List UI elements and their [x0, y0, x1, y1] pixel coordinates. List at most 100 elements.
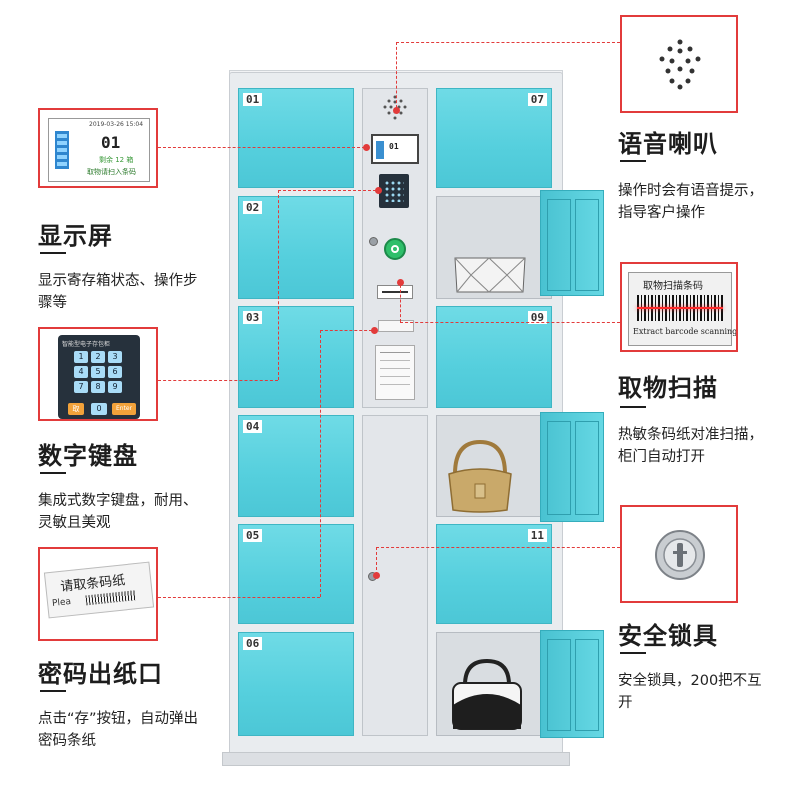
door-panel	[575, 199, 599, 291]
leader-line	[400, 322, 620, 323]
door-panel	[547, 199, 571, 291]
display-prompt: 取物请扫入条码	[87, 168, 136, 176]
keypad-keys	[384, 180, 404, 202]
display-datetime: 2019-03-26 15:04	[89, 121, 144, 128]
title-underline	[620, 160, 646, 162]
key-enter[interactable]: Enter	[112, 403, 136, 415]
locker-number: 09	[527, 311, 547, 324]
leader-line	[158, 597, 320, 598]
locker-status-grid	[376, 141, 384, 159]
display-locker-number: 01	[101, 133, 121, 152]
locker-number: 02	[243, 201, 263, 214]
text-line	[380, 376, 410, 377]
locker-door-11[interactable]: 11	[436, 524, 552, 624]
text-line	[380, 360, 410, 361]
barcode-sign: 取物扫描条码 Extract barcode scanning	[628, 272, 736, 346]
key-left[interactable]: 取	[68, 403, 84, 415]
speaker-callout	[620, 15, 738, 113]
printer-callout: 请取条码纸 Plea	[38, 547, 158, 641]
locker-number: 05	[243, 529, 263, 542]
leader-line	[396, 42, 397, 108]
feature-title-scan: 取物扫描	[618, 374, 718, 402]
locker-door-09[interactable]: 09	[436, 306, 552, 408]
open-door[interactable]	[540, 190, 604, 296]
locker-door-03[interactable]: 03	[238, 306, 354, 408]
leader-line	[400, 280, 401, 322]
door-panel	[575, 639, 599, 731]
leader-dot	[370, 326, 378, 334]
locker-door-04[interactable]: 04	[238, 415, 354, 517]
cabinet-base	[222, 752, 570, 766]
feature-desc-scan: 热敏条码纸对准扫描，柜门自动打开	[618, 427, 763, 465]
key-3[interactable]: 3	[108, 351, 122, 363]
open-door[interactable]	[540, 412, 604, 522]
locker-grid-icon	[55, 131, 69, 169]
receipt-paper: 请取条码纸 Plea	[43, 561, 155, 619]
feature-title-printer: 密码出纸口	[38, 660, 163, 688]
display-screen-callout: 2019-03-26 15:04 01 剩余 12 箱 取物请扫入条码	[38, 108, 158, 188]
handbag-icon	[448, 439, 512, 513]
keypad-grid: 1 2 3 4 5 6 7 8 9	[74, 351, 126, 393]
locker-door-05[interactable]: 05	[238, 524, 354, 624]
key-9[interactable]: 9	[108, 381, 122, 393]
cabinet-keypad[interactable]	[379, 174, 409, 208]
speaker-grille-icon	[659, 39, 701, 90]
barcode-sign-top: 取物扫描条码	[643, 281, 703, 292]
locker-number: 03	[243, 311, 263, 324]
leader-line	[320, 330, 321, 597]
keypad-callout: 智能型电子存包柜 1 2 3 4 5 6 7 8 9 取 0 Enter	[38, 327, 158, 421]
text-line	[380, 368, 410, 369]
feature-title-lock: 安全锁具	[618, 622, 718, 650]
key-0[interactable]: 0	[91, 403, 107, 415]
feature-desc-printer: 点击“存”按钮，自动弹出密码条纸	[38, 711, 199, 749]
receipt-sub: Plea	[51, 597, 72, 609]
scanner-button[interactable]	[384, 238, 406, 260]
leader-line	[320, 330, 372, 331]
keypad-header: 智能型电子存包柜	[62, 341, 111, 348]
leader-dot	[374, 186, 382, 194]
instruction-card	[375, 345, 415, 400]
leader-line	[158, 380, 278, 381]
paper-slot	[377, 285, 413, 299]
lock-cylinder-icon	[655, 530, 705, 580]
leader-dot	[362, 143, 370, 151]
key-4[interactable]: 4	[74, 366, 88, 378]
panel-lock-icon	[369, 237, 378, 246]
locker-door-06[interactable]: 06	[238, 632, 354, 736]
cabinet-display: 01	[371, 134, 419, 164]
text-line	[380, 352, 410, 353]
open-locker-bay	[436, 196, 552, 299]
leader-dot	[372, 571, 380, 579]
leader-line	[376, 547, 377, 575]
feature-desc-display: 显示寄存箱状态、操作步骤等	[38, 273, 198, 311]
leader-line	[396, 42, 620, 43]
open-door[interactable]	[540, 630, 604, 738]
key-2[interactable]: 2	[91, 351, 105, 363]
barcode-sign-bottom: Extract barcode scanning	[633, 327, 738, 336]
key-5[interactable]: 5	[91, 366, 105, 378]
title-underline	[620, 652, 646, 654]
door-panel	[547, 639, 571, 731]
key-8[interactable]: 8	[91, 381, 105, 393]
scan-callout: 取物扫描条码 Extract barcode scanning	[620, 262, 738, 352]
leader-dot	[392, 106, 400, 114]
handbag-icon	[452, 658, 522, 730]
lower-panel	[362, 415, 428, 736]
locker-number: 07	[527, 93, 547, 106]
keypad-device: 智能型电子存包柜 1 2 3 4 5 6 7 8 9 取 0 Enter	[58, 335, 140, 419]
leader-line	[376, 547, 620, 548]
instruction-label	[378, 320, 414, 332]
locker-number: 01	[243, 93, 263, 106]
slot-opening	[382, 291, 408, 293]
locker-door-01[interactable]: 01	[238, 88, 354, 188]
handbag-icon	[454, 257, 526, 293]
key-1[interactable]: 1	[74, 351, 88, 363]
feature-desc-lock: 安全锁具，200把不互开	[618, 673, 762, 711]
locker-door-07[interactable]: 07	[436, 88, 552, 188]
title-underline	[40, 472, 66, 474]
key-6[interactable]: 6	[108, 366, 122, 378]
feature-desc-speaker: 操作时会有语音提示，指导客户操作	[618, 183, 763, 221]
key-7[interactable]: 7	[74, 381, 88, 393]
scan-laser-line	[637, 307, 723, 309]
locker-door-02[interactable]: 02	[238, 196, 354, 299]
